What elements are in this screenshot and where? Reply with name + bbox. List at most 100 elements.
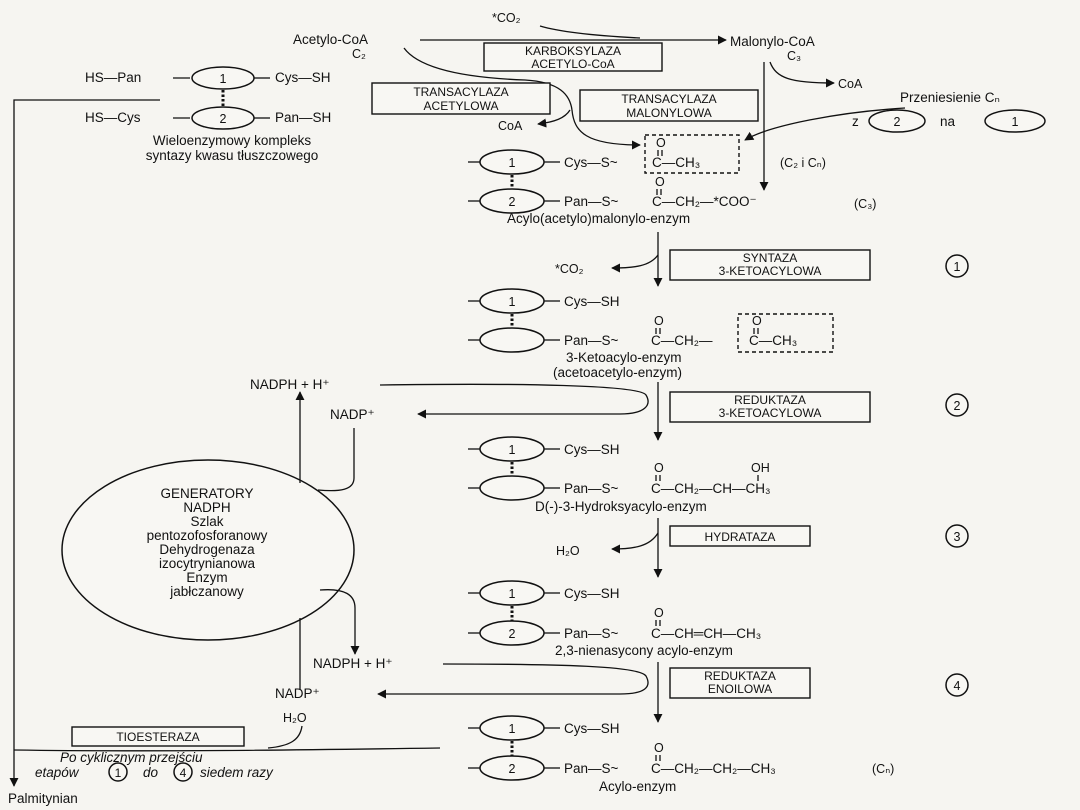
stage4-num-1: 1 xyxy=(509,722,516,736)
stage2-row2-chain: C—CH₂—CH—CH₃ xyxy=(651,481,770,496)
stage1-o1: O xyxy=(654,314,664,328)
complex-num-2: 2 xyxy=(220,112,227,126)
stage0-name: Acylo(acetylo)malonylo-enzym xyxy=(507,211,690,226)
stage1-row1: Cys—SH xyxy=(564,294,620,309)
stage2-o: O xyxy=(654,461,664,475)
stage0-row1-acyl: C—CH₃ xyxy=(652,155,700,170)
stage3-row2: Pan—S~ xyxy=(564,626,619,641)
stage2-name: D(-)-3-Hydroksyacylo-enzym xyxy=(535,499,707,514)
transacylaza-malonylowa-box xyxy=(579,89,759,122)
stage2-row1: Cys—SH xyxy=(564,442,620,457)
karboksylaza-label-2: ACETYLO-CoA xyxy=(531,57,614,71)
stage0-c2cn: (C₂ i Cₙ) xyxy=(780,156,826,170)
syntaza-box xyxy=(669,249,871,281)
stage3-row1: Cys—SH xyxy=(564,586,620,601)
karboksylaza-label-1: KARBOKSYLAZA xyxy=(525,44,621,58)
z-label: z xyxy=(852,114,859,129)
cys-sh-label: Cys—SH xyxy=(275,70,331,85)
stage0-row2-malonyl: C—CH₂—*COO⁻ xyxy=(652,194,757,209)
generator-l2: NADPH xyxy=(183,500,230,515)
step4-nadph-curve xyxy=(442,663,649,695)
stage3-num-1: 1 xyxy=(509,587,516,601)
step2-nadph: NADPH + H⁺ xyxy=(250,377,330,392)
generator-l5: Dehydrogenaza xyxy=(159,542,255,557)
stage0-c3: (C₃) xyxy=(854,197,876,211)
stage2-row2: Pan—S~ xyxy=(564,481,619,496)
stage2-num-1: 1 xyxy=(509,443,516,457)
step-number-3 xyxy=(945,524,969,548)
step3-h2o: H₂O xyxy=(556,544,580,558)
step4-num: 4 xyxy=(954,679,961,693)
tioesteraza-box xyxy=(71,726,245,747)
przeniesienie-label: Przeniesienie Cₙ xyxy=(900,90,1000,105)
co2-star-top: *CO₂ xyxy=(492,11,521,25)
bottom-h2o: H₂O xyxy=(283,711,307,725)
stage3-num-2: 2 xyxy=(509,627,516,641)
transacylaza-acetylowa-box xyxy=(371,82,551,115)
stage4-name: Acylo-enzym xyxy=(599,779,676,794)
cycle-loop-line xyxy=(13,99,160,750)
cycle-step-4-badge xyxy=(173,762,193,782)
acetyl-transfer-path xyxy=(403,47,573,111)
stage1-num-1: 1 xyxy=(509,295,516,309)
transacylaza-malonylowa-2: MALONYLOWA xyxy=(626,106,712,120)
z-num: 2 xyxy=(894,115,901,129)
stage3-name: 2,3-nienasycony acylo-enzym xyxy=(555,643,733,658)
generator-l6: izocytrynianowa xyxy=(159,556,256,571)
cycle-n4: 4 xyxy=(180,766,187,780)
cn-transfer-arrow xyxy=(744,107,906,141)
syntaza-label-1: SYNTAZA xyxy=(743,251,797,265)
stage0-row1-label: Cys—S~ xyxy=(564,155,618,170)
stage0-num-2: 2 xyxy=(509,195,516,209)
na-label: na xyxy=(940,114,956,129)
na-num: 1 xyxy=(1012,115,1019,129)
step1-co2-arrow xyxy=(611,254,659,273)
stage1-o2: O xyxy=(752,314,762,328)
palmitynian-label: Palmitynian xyxy=(8,791,78,806)
nadp-to-generator-upper xyxy=(317,428,355,492)
coa-right-label: CoA xyxy=(838,77,863,91)
complex-caption-2: syntazy kwasu tłuszczowego xyxy=(146,148,319,163)
reduktaza-keto-1: REDUKTAZA xyxy=(734,393,806,407)
h2o-join-line xyxy=(267,725,303,749)
cycle-step-1-badge xyxy=(108,762,128,782)
step3-h2o-arrow xyxy=(611,532,659,554)
stage4-cn: (Cₙ) xyxy=(872,762,894,776)
step1-co2: *CO₂ xyxy=(555,262,584,276)
cycle-text-2c: siedem razy xyxy=(200,765,274,780)
reduktaza-enoil-2: ENOILOWA xyxy=(708,682,772,696)
stage4-row2-chain: C—CH₂—CH₂—CH₃ xyxy=(651,761,776,776)
cycle-bottom-line xyxy=(13,747,441,752)
transacylaza-acetylowa-2: ACETYLOWA xyxy=(424,99,499,113)
stage0-o2: O xyxy=(655,175,665,189)
cycle-text-2a: etapów xyxy=(35,765,80,780)
transacylaza-malonylowa-1: TRANSACYLAZA xyxy=(621,92,716,106)
complex-caption-1: Wieloenzymowy kompleks xyxy=(153,133,312,148)
cycle-text-1: Po cyklicznym przejściu xyxy=(60,750,203,765)
step-number-4 xyxy=(945,673,969,697)
malonylo-c3-label: C₃ xyxy=(787,49,801,63)
stage2-site-2 xyxy=(479,475,545,501)
enzyme-site-2-badge xyxy=(868,109,926,133)
stage0-num-1: 1 xyxy=(509,156,516,170)
step3-num: 3 xyxy=(954,530,961,544)
karboksylaza-box xyxy=(483,42,663,72)
complex-num-1: 1 xyxy=(220,72,227,86)
generator-l8: jabłczanowy xyxy=(169,584,244,599)
reduktaza-keto-box xyxy=(669,391,871,423)
hs-cys-label: HS—Cys xyxy=(85,110,141,125)
co2-join-line xyxy=(539,25,641,39)
generator-l3: Szlak xyxy=(190,514,223,529)
malonylo-coa-label: Malonylo-CoA xyxy=(730,34,815,49)
step2-nadph-curve xyxy=(379,383,649,415)
stage1-name-1: 3-Ketoacylo-enzym xyxy=(566,350,682,365)
cycle-n1: 1 xyxy=(115,766,122,780)
reduktaza-keto-2: 3-KETOACYLOWA xyxy=(719,406,822,420)
stage1-row2-chain: C—CH₂— xyxy=(651,333,713,348)
acetyl-coa-release-arrow xyxy=(537,109,571,128)
stage1-row2-acyl: C—CH₃ xyxy=(749,333,797,348)
stage3-o: O xyxy=(654,606,664,620)
generator-l7: Enzym xyxy=(186,570,227,585)
hs-pan-label: HS—Pan xyxy=(85,70,141,85)
transacylaza-acetylowa-1: TRANSACYLAZA xyxy=(413,85,508,99)
